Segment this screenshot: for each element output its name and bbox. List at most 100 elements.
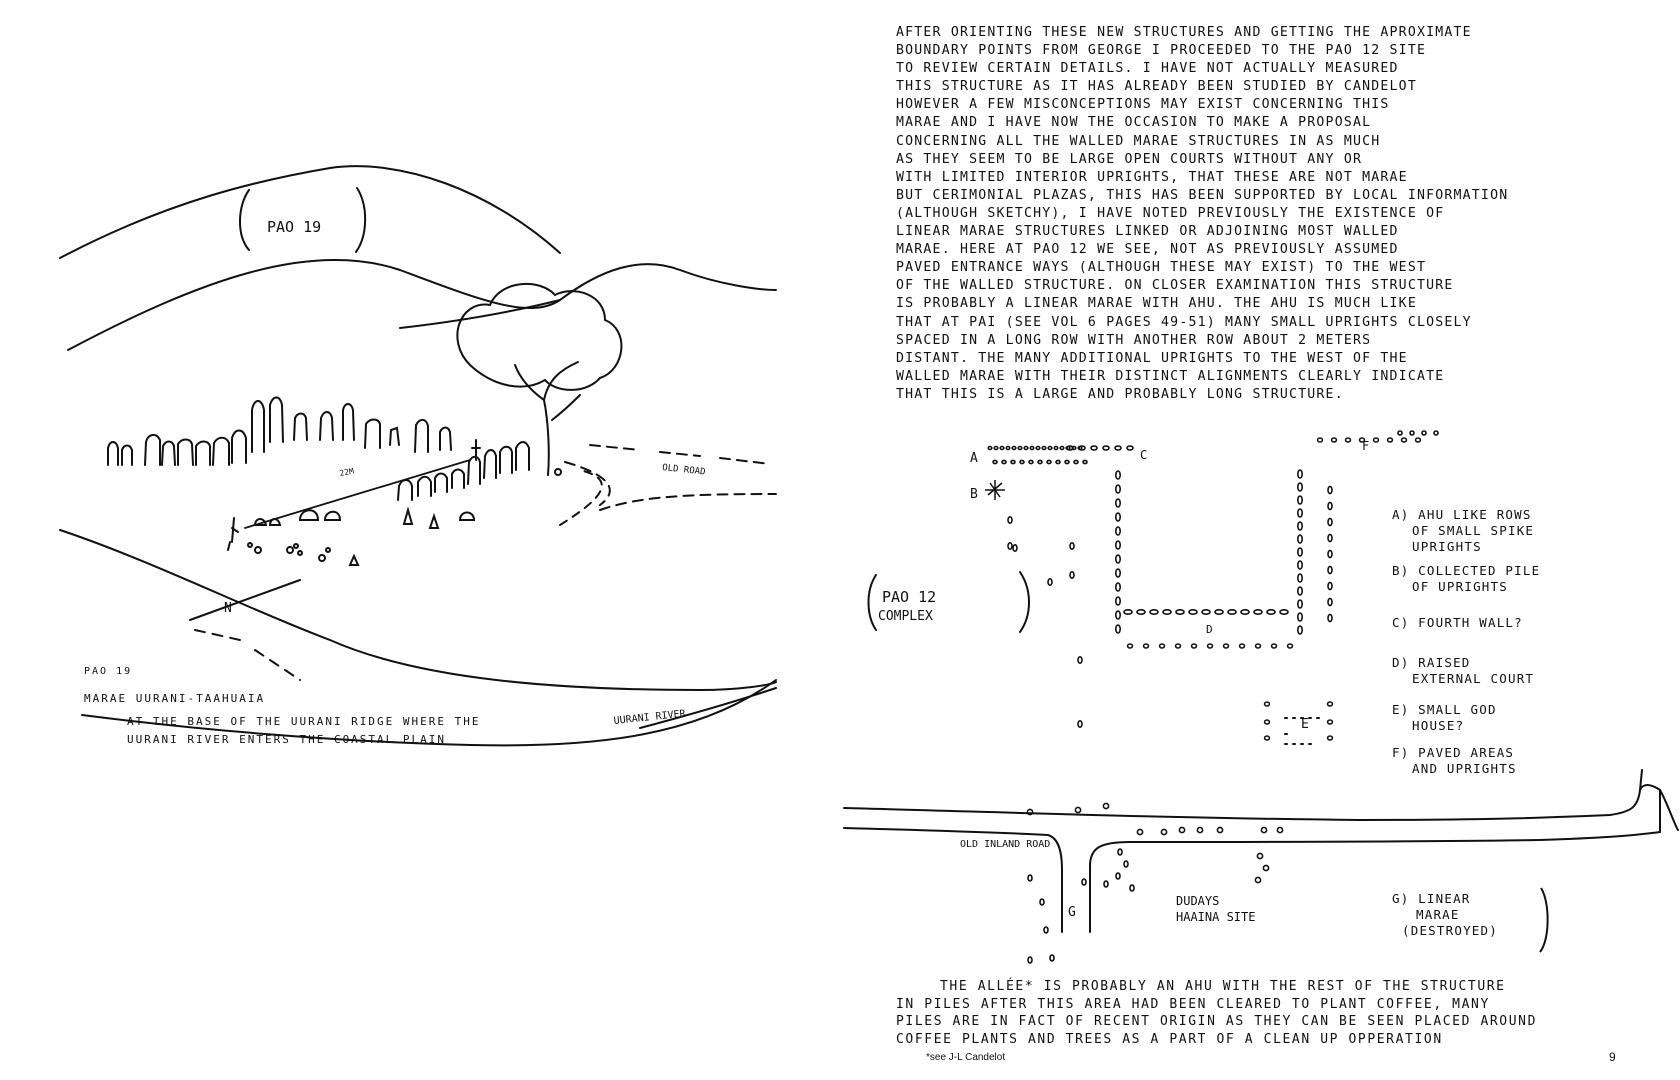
wall-stone xyxy=(1296,482,1303,492)
road-stone xyxy=(1196,826,1204,834)
scattered-upright xyxy=(1077,719,1083,728)
narrative-line: MARAE. HERE AT PAO 12 WE SEE, NOT AS PRE… xyxy=(896,242,1399,258)
narrative-line: SPACED IN A LONG ROW WITH ANOTHER ROW AB… xyxy=(896,332,1372,348)
plan-label-c: C xyxy=(1140,448,1147,462)
wall-stone xyxy=(1214,608,1224,615)
caption-line-2: UURANI RIVER ENTERS THE COASTAL PLAIN xyxy=(127,733,447,746)
upright-stone xyxy=(993,445,999,451)
upright-stone xyxy=(1019,459,1025,465)
paved-stone xyxy=(1400,437,1408,443)
plan-label-a: A xyxy=(970,451,978,466)
old-road-curve xyxy=(559,469,603,526)
wall-stone xyxy=(1296,560,1303,570)
narrative-line: PAVED ENTRANCE WAYS (ALTHOUGH THESE MAY … xyxy=(896,260,1427,276)
legend-item-a: A) AHU LIKE ROWS OF SMALL SPIKE UPRIGHTS xyxy=(1392,507,1534,555)
legend-line: D) RAISED xyxy=(1392,655,1471,670)
wall-stone xyxy=(1296,573,1303,583)
scattered-upright xyxy=(1007,515,1013,524)
wall-stone xyxy=(1286,643,1294,649)
wall-stone xyxy=(1327,533,1333,543)
upright-stone xyxy=(1017,445,1023,451)
footnote: *see J-L Candelot xyxy=(926,1052,1006,1063)
distance-label: 22M xyxy=(339,467,355,478)
marae-stone xyxy=(1115,872,1121,880)
north-label: N xyxy=(224,601,232,616)
upright-stone xyxy=(1028,459,1034,465)
legend-line: OF UPRIGHTS xyxy=(1412,579,1508,594)
upright-stone xyxy=(1126,445,1134,451)
upright-stone xyxy=(1114,445,1122,451)
distance-line xyxy=(244,459,471,529)
wall-stone xyxy=(1114,512,1121,522)
legend-line: E) SMALL GOD xyxy=(1392,702,1497,717)
road-stone xyxy=(1216,826,1224,834)
legend-line: G) LINEAR xyxy=(1392,891,1471,906)
upright-stone xyxy=(1073,459,1079,465)
river-bank-line-2 xyxy=(639,687,777,729)
wall-stone xyxy=(1114,526,1121,536)
pao12-site-plan: A B C D E F G PAO 12 COMPLEX OLD INLAND … xyxy=(843,430,1679,964)
upright-stone xyxy=(1053,445,1059,451)
wall-stone xyxy=(1279,608,1289,615)
site-label-text: PAO 19 xyxy=(267,218,321,236)
narrative-line: WALLED MARAE WITH THEIR DISTINCT ALIGNME… xyxy=(896,368,1445,384)
upright-stone xyxy=(1010,459,1016,465)
narrative-line: MARAE AND I HAVE NOW THE OCCASION TO MAK… xyxy=(896,115,1372,131)
house-post xyxy=(1326,735,1334,741)
complex-label-line1: PAO 12 xyxy=(882,588,936,606)
scattered-upright xyxy=(1012,543,1018,552)
legend-line: A) AHU LIKE ROWS xyxy=(1392,507,1532,522)
hill-ridge-line xyxy=(59,165,561,259)
wall-stone xyxy=(1296,521,1303,531)
page-number: 9 xyxy=(1609,1050,1616,1064)
upright-stone xyxy=(1035,445,1041,451)
label-bracket-left xyxy=(239,189,250,251)
road-stone xyxy=(1074,806,1082,814)
house-post xyxy=(1263,701,1271,707)
upright-stone xyxy=(1001,459,1007,465)
wall-stone xyxy=(1254,643,1262,649)
wall-stone xyxy=(1123,608,1133,615)
upright-stone xyxy=(1029,445,1035,451)
wall-stone xyxy=(1190,643,1198,649)
slope-line xyxy=(59,529,777,692)
house-post xyxy=(1263,735,1271,741)
wall-stone xyxy=(1126,643,1134,649)
plan-label-b: B xyxy=(970,487,978,502)
paved-stone xyxy=(1316,437,1324,443)
legend-item-e: E) SMALL GOD HOUSE? xyxy=(1392,702,1497,734)
footer-line: THE ALLÉE* IS PROBABLY AN AHU WITH THE R… xyxy=(940,979,1506,994)
wall-stone xyxy=(1296,625,1303,635)
marae-stone xyxy=(1081,878,1087,886)
wall-stone xyxy=(1296,599,1303,609)
footer-line: PILES ARE IN FACT OF RECENT ORIGIN AS TH… xyxy=(896,1014,1538,1029)
paved-stone xyxy=(1358,437,1366,443)
complex-bracket-right xyxy=(1019,571,1030,633)
wall-stone xyxy=(1114,470,1121,480)
legend-line: EXTERNAL COURT xyxy=(1412,671,1535,686)
house-post xyxy=(1263,719,1271,725)
wall-stone xyxy=(1327,565,1333,575)
wall-stone xyxy=(1296,534,1303,544)
legend-line: B) COLLECTED PILE xyxy=(1392,563,1541,578)
marae-stone xyxy=(1129,884,1135,892)
paved-stone xyxy=(1372,437,1380,443)
narrative-line: BOUNDARY POINTS FROM GEORGE I PROCEEDED … xyxy=(896,43,1427,59)
upright-stone xyxy=(1090,445,1098,451)
footer-line: COFFEE PLANTS AND TREES AS A PART OF A C… xyxy=(896,1031,1443,1047)
upright-stone xyxy=(1102,445,1110,451)
wall-stone xyxy=(1296,495,1303,505)
upright-stone xyxy=(1059,445,1065,451)
upright-stone xyxy=(1046,459,1052,465)
wall-stone xyxy=(1175,608,1185,615)
legend-item-f: F) PAVED AREAS AND UPRIGHTS xyxy=(1392,745,1517,777)
right-page: AFTER ORIENTING THESE NEW STRUCTURES AND… xyxy=(840,0,1680,1080)
wall-stone xyxy=(1114,624,1121,634)
narrative-line: CONCERNING ALL THE WALLED MARAE STRUCTUR… xyxy=(896,133,1381,149)
wall-stone xyxy=(1114,484,1121,494)
paved-stone xyxy=(1330,437,1338,443)
wall-stone xyxy=(1266,608,1276,615)
old-road-upper xyxy=(589,444,771,465)
wall-stone xyxy=(1162,608,1172,615)
wall-stone xyxy=(1296,469,1303,479)
